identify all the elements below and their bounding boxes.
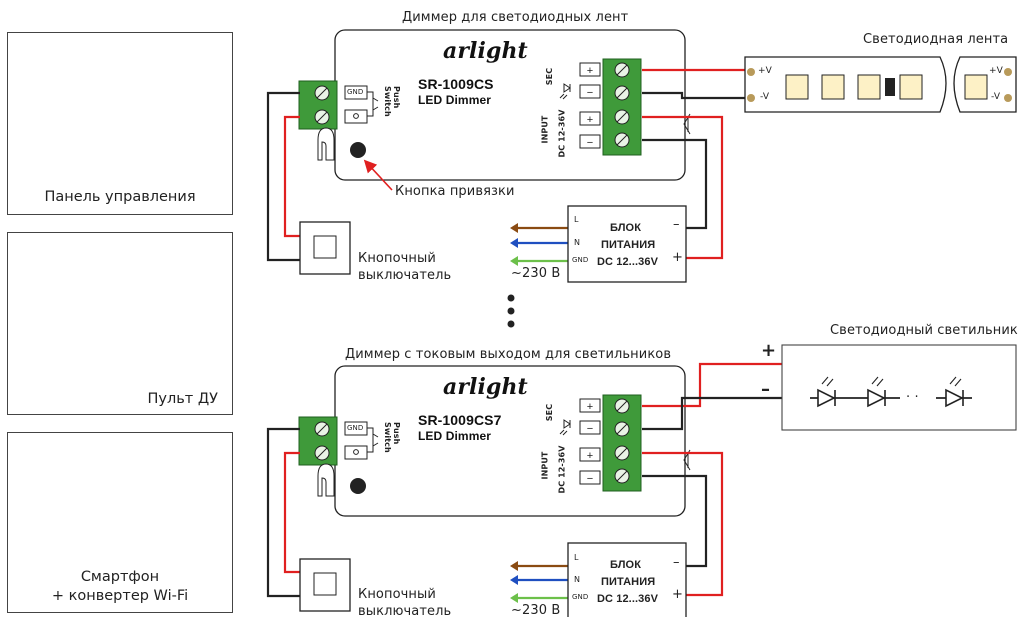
bottom-psu-minus: – — [673, 555, 680, 570]
top-sec-label: SEC — [545, 67, 555, 86]
luminaire-minus: – — [761, 379, 771, 400]
bottom-psu-line3: DC 12...36V — [597, 593, 659, 605]
bottom-brand-logo: arlight — [443, 374, 528, 400]
svg-text:−: − — [587, 423, 593, 435]
control-panel-card[interactable]: Панель управления — [7, 32, 233, 215]
bottom-dimmer-title: Диммер с токовым выходом для светильнико… — [345, 347, 672, 362]
bottom-switch-label: Кнопочный выключатель — [358, 587, 452, 619]
svg-text:−: − — [587, 137, 593, 149]
top-gnd-label: GND — [347, 88, 364, 96]
top-mains-label: ~230 В — [511, 266, 561, 281]
top-dimmer-title: Диммер для светодиодных лент — [402, 10, 629, 25]
bottom-psu-N: N — [574, 575, 581, 584]
top-model-sub: LED Dimmer — [418, 93, 492, 107]
svg-text:−: − — [587, 87, 593, 99]
top-dimmer: + − + − — [298, 29, 691, 181]
luminaire-plus: + — [761, 340, 777, 361]
bottom-sec-label: SEC — [545, 403, 555, 422]
top-psu-line2: ПИТАНИЯ — [601, 239, 656, 251]
remote-card[interactable]: Пульт ДУ — [7, 232, 233, 415]
continuation-dots — [507, 294, 515, 328]
bottom-psu-L: L — [574, 553, 579, 562]
luminaire-label: Светодиодный светильник — [830, 323, 1018, 338]
bottom-input-label: INPUT — [540, 451, 550, 480]
bottom-psu-line2: ПИТАНИЯ — [601, 576, 656, 588]
bottom-dimmer: + − + − — [298, 365, 691, 517]
top-psu-L: L — [574, 215, 579, 224]
psu-box-top — [567, 205, 687, 283]
top-psu-line1: БЛОК — [610, 222, 642, 234]
top-push-switch-label: Push Switch — [383, 86, 401, 117]
top-psu-N: N — [574, 238, 581, 247]
luminaire — [781, 344, 1017, 431]
svg-text:−: − — [587, 473, 593, 485]
svg-text:+: + — [587, 65, 593, 77]
strip-neg-label-end: -V — [991, 92, 1001, 102]
top-input-voltage: DC 12-36V — [557, 109, 567, 158]
bottom-mains-label: ~230 В — [511, 603, 561, 618]
mains-arrows-top — [510, 223, 518, 266]
svg-text:+: + — [587, 114, 593, 126]
top-psu-GND: GND — [572, 256, 589, 264]
bottom-gnd-label: GND — [347, 424, 364, 432]
top-psu-minus: – — [673, 217, 680, 232]
bottom-input-voltage: DC 12-36V — [557, 445, 567, 494]
top-psu-plus: + — [672, 250, 683, 265]
strip-pos-label: +V — [758, 66, 772, 76]
bottom-psu-line1: БЛОК — [610, 559, 642, 571]
smartphone-label: Смартфон + конвертер Wi-Fi — [51, 569, 189, 604]
top-input-label: INPUT — [540, 115, 550, 144]
strip-neg-label: -V — [760, 92, 770, 102]
svg-text:+: + — [587, 401, 593, 413]
mains-arrows-bottom — [510, 561, 518, 603]
bottom-model-sub: LED Dimmer — [418, 429, 492, 443]
top-switch-label: Кнопочный выключатель — [358, 251, 452, 283]
smartphone-card[interactable]: Смартфон + конвертер Wi-Fi — [7, 432, 233, 613]
bottom-push-switch-label: Push Switch — [383, 422, 401, 453]
led-strip — [744, 56, 1017, 113]
strip-label: Светодиодная лента — [863, 32, 1009, 47]
top-psu-line3: DC 12...36V — [597, 256, 659, 268]
switch-box-bottom — [299, 558, 351, 612]
psu-box-bottom — [567, 542, 687, 617]
switch-box-top — [299, 221, 351, 275]
control-panel-label: Панель управления — [44, 189, 196, 205]
strip-pos-label-end: +V — [989, 66, 1003, 76]
top-model: SR-1009CS — [418, 76, 494, 92]
top-brand-logo: arlight — [443, 38, 528, 64]
luminaire-dots: · · — [906, 390, 919, 405]
bind-button-arrow — [363, 159, 393, 191]
svg-text:+: + — [587, 450, 593, 462]
bottom-psu-GND: GND — [572, 593, 589, 601]
bottom-model: SR-1009CS7 — [418, 412, 502, 428]
wires-top — [266, 68, 745, 263]
bottom-psu-plus: + — [672, 587, 683, 602]
remote-label: Пульт ДУ — [147, 391, 218, 407]
bind-button-label: Кнопка привязки — [395, 184, 515, 199]
